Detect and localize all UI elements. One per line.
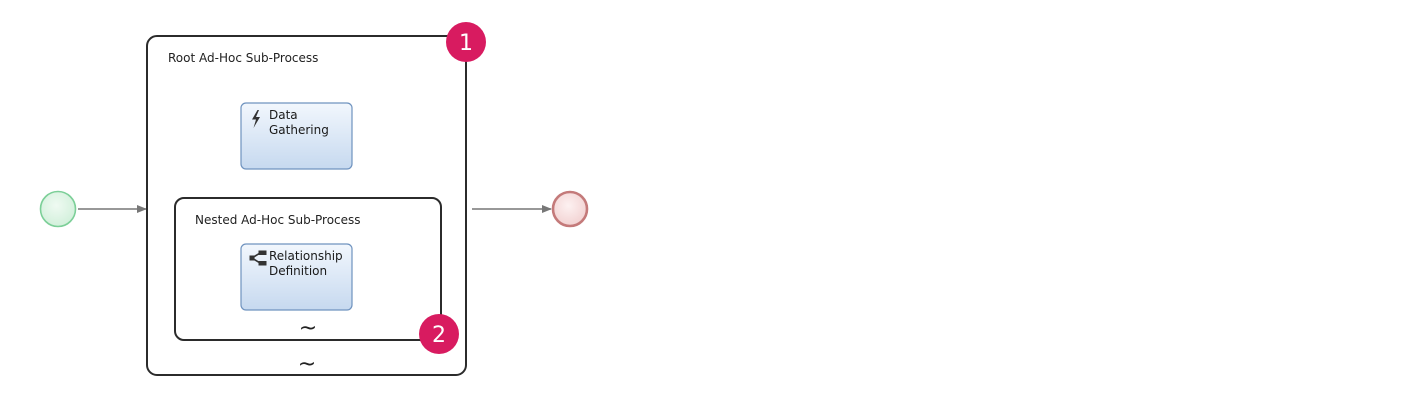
- root-subprocess-label: Root Ad-Hoc Sub-Process: [168, 51, 318, 65]
- callout-badge-1-number: 1: [459, 31, 473, 56]
- nested-subprocess-label: Nested Ad-Hoc Sub-Process: [195, 213, 361, 227]
- task-data-gathering-line1: Data: [269, 108, 298, 122]
- task-relationship-definition[interactable]: Relationship Definition: [240, 243, 353, 311]
- task-relationship-definition-line1: Relationship: [269, 249, 343, 263]
- end-event[interactable]: [551, 190, 589, 228]
- callout-badge-2-number: 2: [432, 323, 446, 348]
- task-data-gathering[interactable]: Data Gathering: [240, 102, 353, 170]
- nested-adhoc-marker-icon: ~: [299, 316, 317, 341]
- task-data-gathering-line2: Gathering: [269, 123, 329, 137]
- start-event[interactable]: [39, 190, 77, 228]
- root-adhoc-marker-icon: ~: [298, 352, 316, 377]
- task-relationship-definition-line2: Definition: [269, 264, 327, 278]
- callout-badge-2: 2: [419, 314, 459, 354]
- lightning-bolt-icon: [252, 110, 260, 128]
- callout-badge-1: 1: [446, 22, 486, 62]
- share-nodes-icon: [249, 250, 267, 266]
